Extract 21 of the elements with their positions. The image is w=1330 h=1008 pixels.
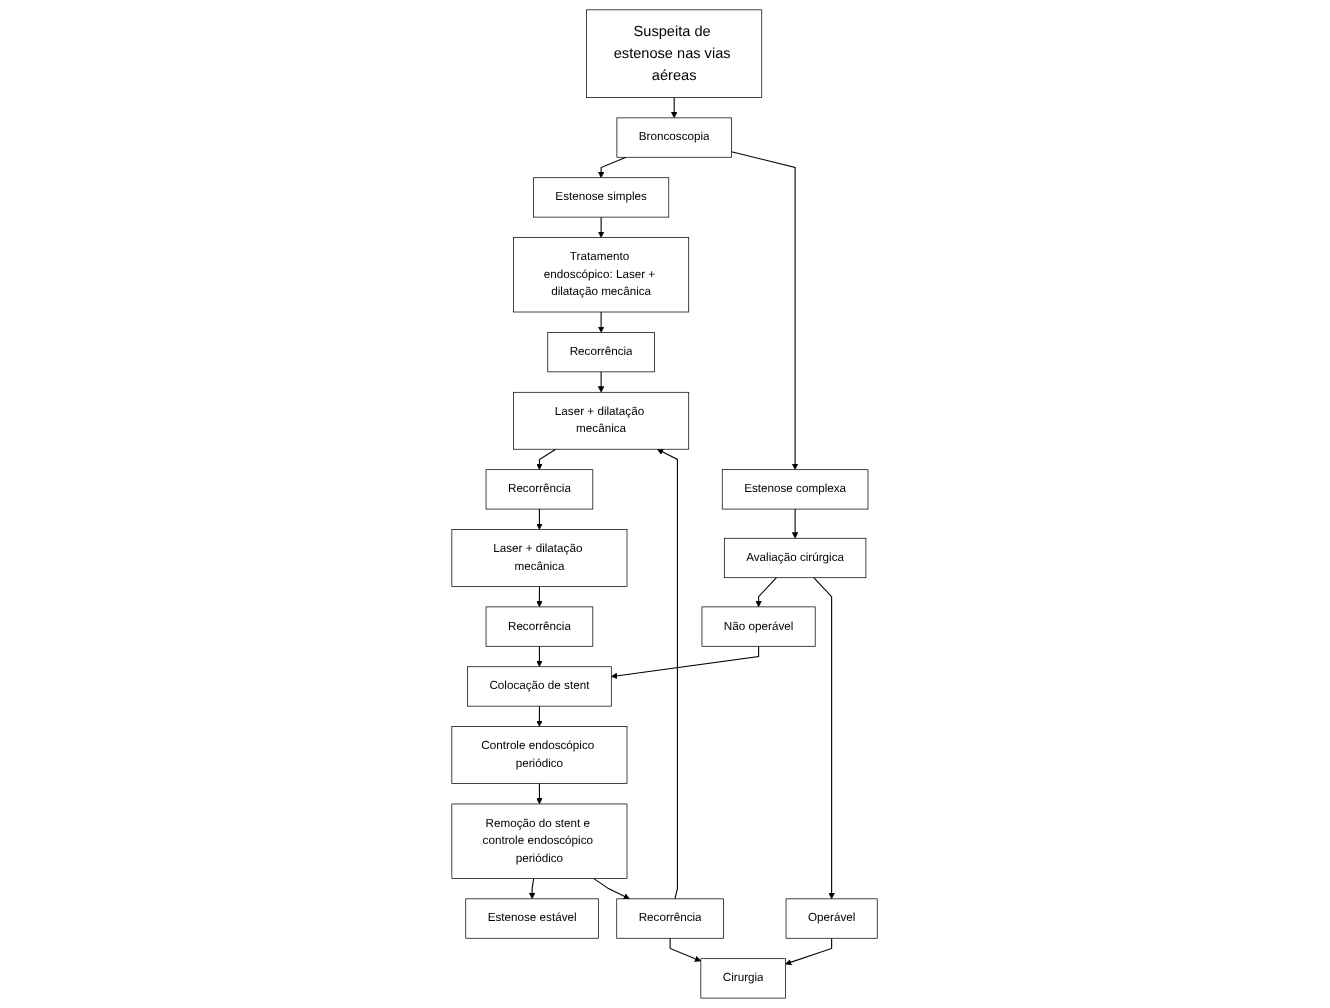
arrow	[755, 577, 778, 608]
arrow	[611, 645, 760, 680]
arrow	[536, 705, 544, 727]
arrow	[536, 585, 544, 608]
arrow	[536, 508, 544, 530]
arrow	[529, 877, 536, 900]
arrow	[598, 156, 628, 179]
arrow	[671, 96, 678, 119]
arrow	[593, 877, 631, 900]
arrow	[536, 448, 557, 470]
arrow	[813, 577, 836, 900]
arrow	[785, 937, 833, 966]
arrow	[670, 937, 702, 962]
arrow	[657, 448, 679, 900]
arrow	[598, 216, 605, 238]
arrow	[598, 371, 605, 393]
arrow	[536, 645, 544, 668]
arrow	[731, 151, 799, 470]
arrow	[536, 783, 544, 805]
arrow	[792, 508, 799, 539]
arrow	[598, 311, 605, 333]
